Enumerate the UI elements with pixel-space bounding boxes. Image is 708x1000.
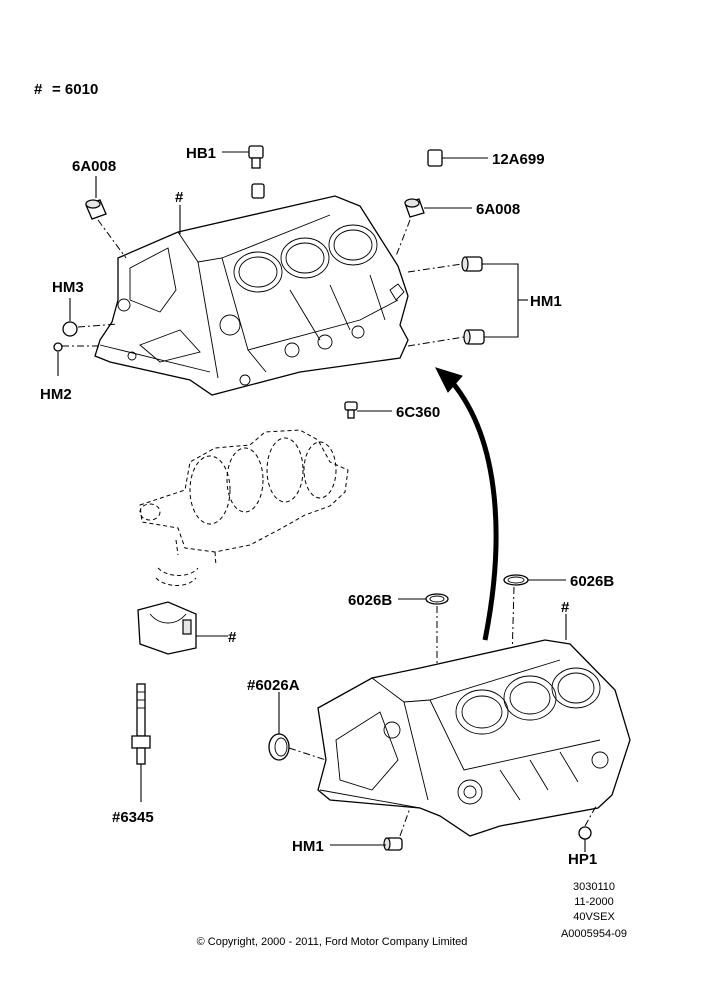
label-hm1-bottom: HM1 xyxy=(292,838,324,855)
label-6c360: 6C360 xyxy=(396,404,440,421)
turnover-arrow xyxy=(435,367,499,641)
hp1-plug: HP1 xyxy=(568,805,597,868)
label-6a008-left: 6A008 xyxy=(72,158,116,175)
ref-line-3: 40VSEX xyxy=(573,911,615,923)
label-hp1: HP1 xyxy=(568,851,597,868)
bolt-6c360: 6C360 xyxy=(344,401,440,421)
lower-engine-block xyxy=(317,639,631,837)
legend: # = 6010 xyxy=(34,81,98,98)
main-bearing-cap: # xyxy=(137,601,237,655)
dowel-6a008-right: 6A008 xyxy=(395,198,520,257)
reference-block: 3030110 11-2000 40VSEX A0005954-09 xyxy=(561,881,627,940)
hm3-plug: HM3 xyxy=(52,279,119,337)
hash-marker-lower: # xyxy=(561,599,570,640)
ref-line-2: 11-2000 xyxy=(574,896,614,908)
dowel-6a008-left: 6A008 xyxy=(72,158,127,259)
copyright-text: © Copyright, 2000 - 2011, Ford Motor Com… xyxy=(197,936,468,948)
hm1-dowel-bottom: HM1 xyxy=(292,807,411,855)
legend-equals: = 6010 xyxy=(52,81,98,98)
upper-engine-block xyxy=(94,195,409,396)
label-hm2: HM2 xyxy=(40,386,72,403)
label-6026b-right: 6026B xyxy=(570,573,614,590)
crankshaft-ghost xyxy=(139,429,349,586)
label-hash-lower: # xyxy=(561,599,570,616)
hash-marker-top: # xyxy=(175,189,184,234)
label-6026a: #6026A xyxy=(247,677,300,694)
sensor-harness: 12A699 xyxy=(251,149,545,199)
label-hb1: HB1 xyxy=(186,145,216,162)
hm1-dowels-top: HM1 xyxy=(407,256,562,347)
ref-line-4: A0005954-09 xyxy=(561,928,627,940)
hb1-bolt: HB1 xyxy=(186,145,264,169)
ref-line-1: 3030110 xyxy=(573,881,615,893)
label-12a699: 12A699 xyxy=(492,151,545,168)
seal-6026a: #6026A xyxy=(247,677,327,761)
label-hm3: HM3 xyxy=(52,279,84,296)
seal-6026b-right: 6026B xyxy=(503,573,614,661)
label-6026b-left: 6026B xyxy=(348,592,392,609)
hm2-plug: HM2 xyxy=(40,342,100,403)
label-hash-cap: # xyxy=(228,629,237,646)
legend-symbol: # xyxy=(34,81,43,98)
label-6a008-right: 6A008 xyxy=(476,201,520,218)
stud-6345: #6345 xyxy=(112,683,154,826)
label-hm1-top: HM1 xyxy=(530,293,562,310)
label-hash-top: # xyxy=(175,189,184,206)
label-6345: #6345 xyxy=(112,809,154,826)
